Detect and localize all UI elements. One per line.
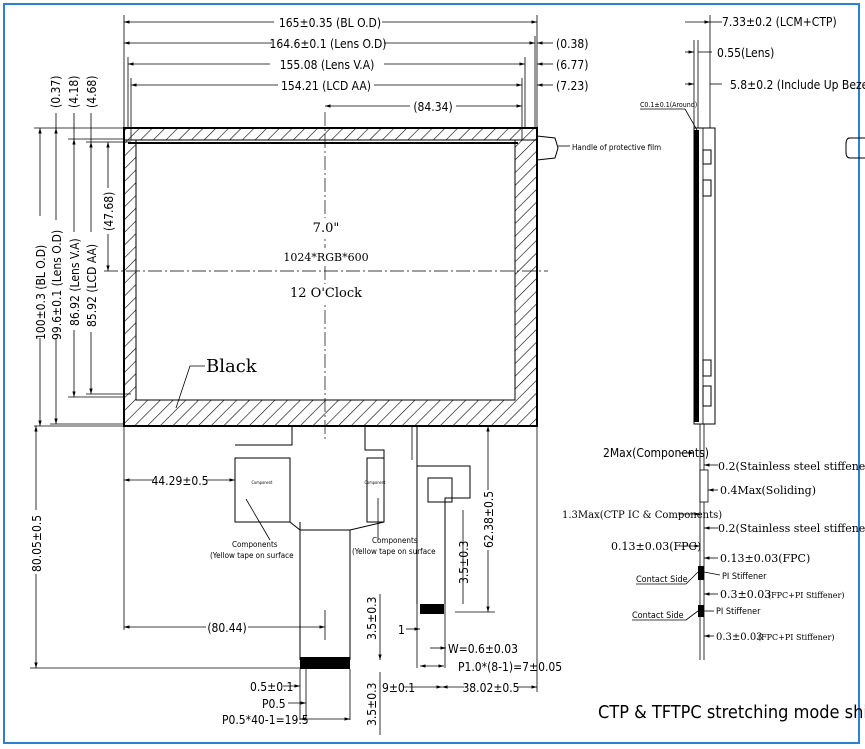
side-around: C0.1±0.1(Around)	[640, 101, 697, 109]
side-stiffener-2: 0.2(Stainless steel stiffener)	[718, 522, 865, 535]
side-fpc-2: 0.13±0.03(FPC)	[720, 552, 810, 565]
dim-offset-037: (0.37)	[49, 76, 63, 108]
label-handle-protective-film: Handle of protective film	[572, 143, 661, 152]
fpc-assembly: Component Component Components (Yellow t…	[210, 425, 471, 669]
label-black: Black	[206, 356, 258, 377]
label-tape-1: (Yellow tape on surface	[210, 551, 294, 560]
dim-offset-418: (4.18)	[67, 76, 81, 108]
dim-total-height: 80.05±0.5	[30, 515, 44, 572]
dim-offset-038: (0.38)	[556, 37, 588, 51]
dim-pitch-p1: P1.0*(8-1)=7±0.05	[458, 660, 562, 674]
dim-35-bottom: 3.5±0.3	[365, 683, 379, 726]
dim-center-y: (47.68)	[102, 192, 116, 231]
bottom-dimensions: 44.29±0.5 (80.44) 62.38±0.5 3.5±0.3 3.5±…	[123, 426, 562, 735]
dim-pitch-05-total: P0.5*40-1=19.5	[222, 713, 309, 727]
top-dimensions: 165±0.35 (BL O.D) 164.6±0.1 (Lens O.D) 1…	[123, 14, 588, 140]
side-lcm-ctp: 7.33±0.2 (LCM+CTP)	[722, 15, 837, 29]
label-components-1: Components	[232, 540, 278, 549]
side-stiffener-1: 0.2(Stainless steel stiffener)	[718, 460, 865, 473]
side-fpc-pi-1-note: (FPC+PI Stiffener)	[768, 591, 844, 600]
dim-05: 0.5±0.1	[250, 680, 293, 694]
dim-lens-va-width: 155.08 (Lens V.A)	[280, 58, 375, 72]
dim-offset-677: (6.77)	[556, 58, 588, 72]
side-bezel: 5.8±0.2 (Include Up Bezel)	[730, 78, 865, 92]
dim-lens-od-height: 99.6±0.1 (Lens O.D)	[50, 230, 64, 340]
dim-bl-od-width: 165±0.35 (BL O.D)	[279, 16, 381, 30]
side-lens: 0.55(Lens)	[717, 46, 774, 60]
chip-component-2: Component	[365, 480, 386, 485]
side-contact-1: Contact Side	[636, 575, 688, 585]
side-fpc-1: 0.13±0.03(FPC)	[611, 540, 701, 553]
side-view: 7.33±0.2 (LCM+CTP) 0.55(Lens) 5.8±0.2 (I…	[562, 15, 865, 660]
chip-component-1: Component	[252, 480, 273, 485]
dim-center-x: (84.34)	[413, 100, 452, 114]
label-components-2: Components	[372, 536, 418, 545]
panel-size: 7.0"	[313, 221, 340, 236]
dim-lens-va-height: 86.92 (Lens V.A)	[68, 238, 82, 326]
drawing-frame	[3, 3, 860, 744]
dim-8044: (80.44)	[207, 621, 246, 635]
label-tape-2: (Yellow tape on surface	[352, 547, 436, 556]
side-soliding: 0.4Max(Soliding)	[720, 484, 816, 497]
dim-bl-od-height: 100±0.3 (BL O.D)	[34, 245, 48, 340]
panel-clock: 12 O'Clock	[290, 286, 362, 301]
dim-6238: 62.38±0.5	[482, 491, 496, 548]
side-contact-2: Contact Side	[632, 611, 684, 621]
dim-3802: 38.02±0.5	[462, 681, 519, 695]
dim-offset-468: (4.68)	[85, 76, 99, 108]
dim-35-fpc: 3.5±0.3	[457, 541, 471, 584]
dim-offset-723: (7.23)	[556, 79, 588, 93]
left-dimensions: 100±0.3 (BL O.D) 99.6±0.1 (Lens O.D) 86.…	[28, 76, 300, 669]
dim-lcd-aa-height: 85.92 (LCD AA)	[85, 244, 99, 327]
side-fpc-pi-2-note: (FPC+PI Stiffener)	[758, 633, 834, 642]
side-comp-max: 2Max(Components)	[603, 446, 709, 460]
dim-width-w: W=0.6±0.03	[448, 642, 518, 656]
dim-1: 1	[398, 623, 405, 637]
dim-pitch-05: P0.5	[262, 697, 286, 711]
panel-resolution: 1024*RGB*600	[283, 251, 368, 264]
side-pi-1: PI Stiffener	[722, 572, 767, 582]
side-fpc-pi-2: 0.3±0.03	[716, 632, 763, 643]
dim-35-main: 3.5±0.3	[365, 597, 379, 640]
dim-lens-od-width: 164.6±0.1 (Lens O.D)	[269, 37, 386, 51]
dim-9: 9±0.1	[382, 681, 415, 695]
side-pi-2: PI Stiffener	[716, 607, 761, 617]
side-ctp-ic: 1.3Max(CTP IC & Components)	[562, 510, 722, 521]
dim-4429: 44.29±0.5	[151, 474, 208, 488]
side-fpc-pi-1: 0.3±0.03	[720, 588, 771, 601]
display-panel: 7.0" 1024*RGB*600 12 O'Clock Black Handl…	[104, 112, 661, 440]
caption-ctp-stretching: CTP & TFTPC stretching mode shi	[598, 702, 865, 723]
dim-lcd-aa-width: 154.21 (LCD AA)	[281, 79, 371, 93]
